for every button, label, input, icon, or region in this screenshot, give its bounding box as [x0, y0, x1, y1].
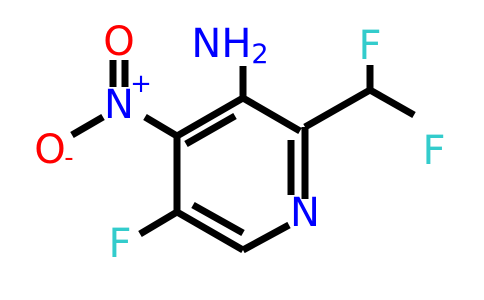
nitro-oxygen-double-label: O: [103, 19, 134, 65]
amine-label: NH2: [191, 21, 268, 70]
bond-c6-n: [241, 221, 291, 254]
bond-c3-c4-inner: [184, 112, 237, 148]
nitro-oxygen-charge: -: [64, 143, 73, 173]
atom-labels: NH2 N N + O O - F F F: [34, 19, 445, 267]
nitro-nitrogen-charge: +: [130, 69, 152, 99]
bonds: [70, 60, 416, 254]
ring-fluorine-label: F: [108, 221, 131, 267]
difluoromethyl-f2-label: F: [422, 128, 445, 174]
bond-c4-nitro: [143, 113, 179, 140]
difluoromethyl-f1-label: F: [358, 23, 381, 69]
bond-c5-c6-inner: [191, 201, 245, 237]
nitro-oxygen-single-label: O: [34, 127, 65, 173]
bond-c5-c6: [175, 208, 245, 254]
bond-c3-c2: [241, 94, 302, 135]
nitro-nitrogen-label: N: [104, 82, 134, 128]
bond-c5-f: [138, 208, 179, 238]
ring-nitrogen-label: N: [290, 190, 320, 236]
bond-c2-chf2: [303, 86, 372, 131]
bond-nitro-o-single: [70, 113, 105, 139]
bond-chf2-f2: [368, 86, 416, 119]
bond-c3-c4: [175, 94, 245, 140]
